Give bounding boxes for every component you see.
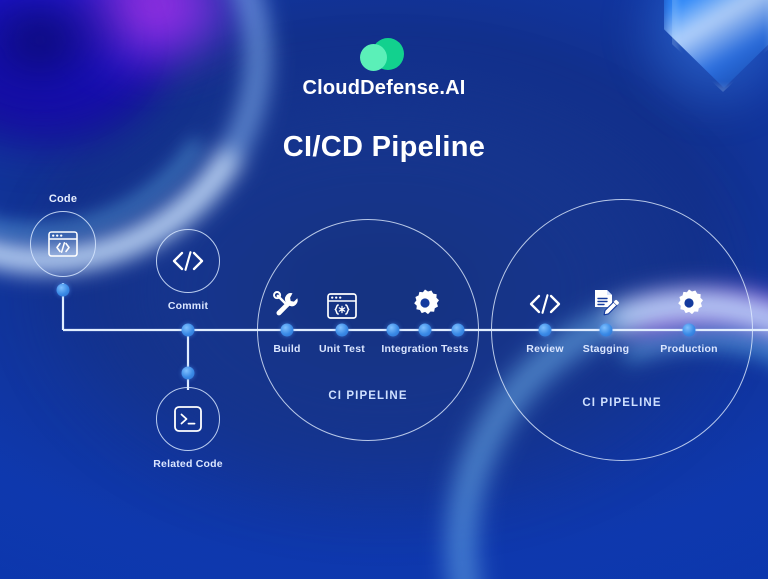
cloud-logo-icon (356, 38, 412, 72)
pipeline-circle-ci-right (491, 199, 753, 461)
browser-braces-icon (327, 293, 357, 319)
junction-dot-related-code (181, 366, 195, 380)
node-label-commit: Commit (167, 300, 209, 312)
gear-icon (678, 289, 703, 315)
browser-code-icon (48, 231, 78, 257)
pipeline-dot (418, 323, 432, 337)
document-edit-icon (595, 290, 619, 316)
stage-label-build: Build (273, 343, 301, 355)
pipeline-dot (538, 323, 552, 337)
gear-icon (414, 289, 439, 315)
code-brackets-icon (172, 251, 204, 271)
page-title: CI/CD Pipeline (282, 131, 486, 163)
pipeline-circle-ci-left (257, 219, 479, 441)
stage-icon-stagging (591, 288, 621, 318)
pipeline-dot (386, 323, 400, 337)
junction-dot-code (56, 283, 70, 297)
tools-icon (273, 291, 298, 316)
code-brackets-icon (529, 294, 561, 314)
stage-icon-integration-tests (410, 288, 440, 318)
pipeline-dot (682, 323, 696, 337)
pipeline-dot (599, 323, 613, 337)
pipeline-label-ci-right: CI PIPELINE (582, 397, 662, 409)
stage-label-review: Review (526, 343, 564, 355)
terminal-icon (174, 406, 202, 432)
stage-icon-build (272, 290, 302, 320)
pipeline-dot (335, 323, 349, 337)
stage-label-unit-test: Unit Test (319, 343, 365, 355)
node-commit[interactable] (156, 229, 220, 293)
stage-icon-production (674, 288, 704, 318)
stage-icon-review (528, 293, 562, 315)
node-code[interactable] (30, 211, 96, 277)
brand-name: CloudDefense.AI (302, 77, 466, 99)
node-label-code: Code (48, 193, 78, 205)
stage-icon-unit-test (327, 293, 357, 319)
pipeline-label-ci-left: CI PIPELINE (328, 390, 408, 402)
stage-label-integration-tests: Integration Tests (381, 343, 469, 355)
stage-label-production: Production (660, 343, 718, 355)
pipeline-dot (451, 323, 465, 337)
stage-label-stagging: Stagging (582, 343, 630, 355)
pipeline-dot (280, 323, 294, 337)
node-label-related-code: Related Code (153, 458, 223, 470)
brand-header: CloudDefense.AI (0, 38, 768, 100)
node-related-code[interactable] (156, 387, 220, 451)
junction-dot-commit (181, 323, 195, 337)
